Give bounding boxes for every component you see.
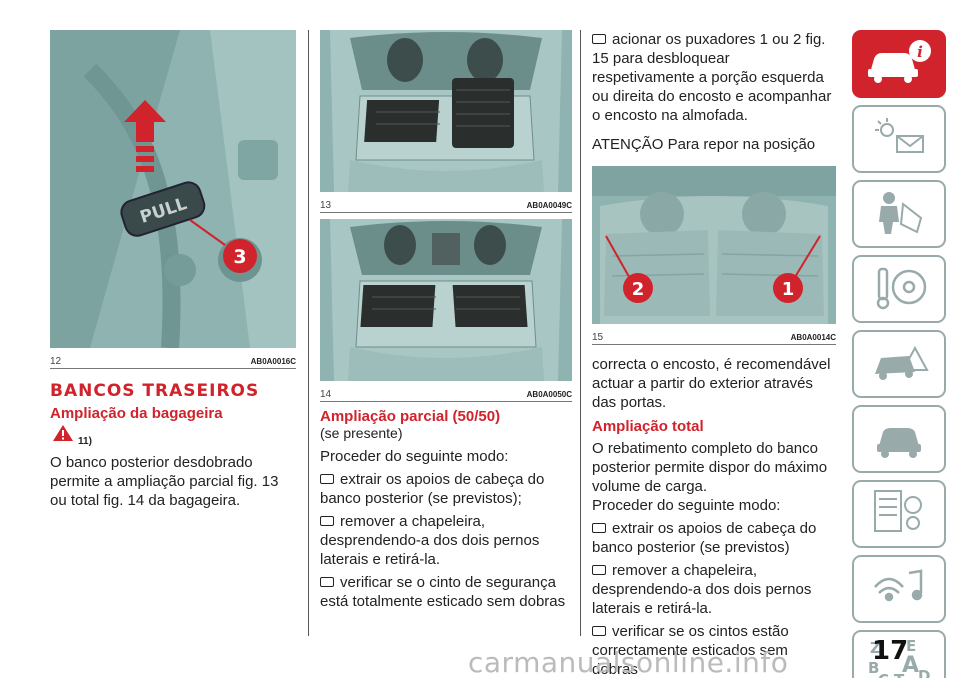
figure-14-image — [320, 219, 572, 386]
figure-14-caption: 14 AB0A0050C — [320, 386, 572, 402]
col3-intro: Proceder do seguinte modo: — [592, 497, 781, 514]
figure-15-number: 15 — [592, 332, 604, 343]
tab-multimedia[interactable] — [852, 555, 946, 623]
warning-ref-number: 11) — [78, 436, 92, 447]
list-item: verificar se os cintos estão correctamen… — [592, 623, 789, 678]
figure-15-code: AB0A0014C — [790, 333, 836, 342]
figure-12-number: 12 — [50, 356, 62, 367]
checkbox-bullet-icon — [320, 474, 334, 484]
optional-note: (se presente) — [320, 425, 403, 441]
multimedia-icon — [869, 563, 929, 616]
checkbox-bullet-icon — [592, 34, 606, 44]
figure-12-image: PULL 3 — [50, 30, 296, 353]
car-info-icon: i — [864, 37, 934, 92]
column-3: acionar os puxadores 1 ou 2 fig. 15 para… — [592, 30, 836, 678]
checkbox-bullet-icon — [320, 577, 334, 587]
checkbox-bullet-icon — [320, 516, 334, 526]
callout-1: 1 — [782, 279, 795, 300]
section-heading: BANCOS TRASEIROS — [50, 381, 260, 401]
key-steering-wheel-icon — [869, 263, 929, 316]
checkbox-bullet-icon — [592, 523, 606, 533]
emergency-car-icon — [869, 338, 929, 391]
tab-emergency[interactable] — [852, 330, 946, 398]
callout-3: 3 — [233, 246, 246, 268]
list-item: acionar os puxadores 1 ou 2 fig. 15 para… — [592, 31, 832, 124]
figure-15-caption: 15 AB0A0014C — [592, 329, 836, 345]
figure-15: 2 1 15 AB0A0014C — [592, 166, 836, 345]
column-divider-2 — [580, 30, 581, 636]
tab-technical-data[interactable] — [852, 480, 946, 548]
subheading-ampliacao-parcial: Ampliação parcial (50/50) — [320, 408, 501, 425]
subheading-ampliacao-total: Ampliação total — [592, 418, 704, 435]
car-maintenance-icon — [869, 414, 929, 465]
tab-maintenance[interactable] — [852, 405, 946, 473]
tab-car-info[interactable]: i — [852, 30, 946, 98]
figure-12: PULL 3 12 AB0A0016C — [50, 30, 296, 369]
subheading-ampliacao: Ampliação da bagageira — [50, 405, 223, 422]
attention-note: ATENÇÃO Para repor na posição — [592, 136, 816, 153]
warning-reference: 11) — [52, 424, 296, 447]
chapter-sidebar: i — [852, 30, 948, 678]
list-item: remover a chapeleira, desprendendo-a dos… — [592, 562, 812, 617]
figure-14-number: 14 — [320, 389, 332, 400]
tab-starting-driving[interactable] — [852, 255, 946, 323]
col3-body: O rebatimento completo do banco posterio… — [592, 440, 828, 495]
list-item: remover a chapeleira, desprendendo-a dos… — [320, 513, 540, 568]
col2-intro: Proceder do seguinte modo: — [320, 448, 509, 465]
checkbox-bullet-icon — [592, 626, 606, 636]
list-item: extrair os apoios de cabeça do banco pos… — [320, 471, 545, 507]
airbag-safety-icon — [869, 188, 929, 241]
figure-12-caption: 12 AB0A0016C — [50, 353, 296, 369]
alphabetical-index-icon: Z E A B C T D — [868, 637, 931, 678]
checkbox-bullet-icon — [592, 565, 606, 575]
tab-index[interactable]: Z E A B C T D — [852, 630, 946, 678]
figure-13: 13 AB0A0049C — [320, 30, 572, 213]
tab-dashboard[interactable] — [852, 105, 946, 173]
figure-15-image: 2 1 — [592, 166, 836, 329]
figure-12-code: AB0A0016C — [250, 357, 296, 366]
col1-body: O banco posterior desdobrado permite a a… — [50, 454, 279, 509]
attention-note-cont: correcta o encosto, é recomendável actua… — [592, 356, 831, 411]
watermark: carmanualsonline.info — [468, 646, 789, 678]
list-item: extrair os apoios de cabeça do banco pos… — [592, 520, 817, 556]
figure-13-code: AB0A0049C — [526, 201, 572, 210]
callout-2: 2 — [632, 279, 645, 300]
figure-13-number: 13 — [320, 200, 332, 211]
column-divider-1 — [308, 30, 309, 636]
figure-13-image — [320, 30, 572, 197]
warning-triangle-icon — [52, 424, 74, 447]
tab-safety[interactable] — [852, 180, 946, 248]
dashboard-warning-lights-icon — [869, 114, 929, 165]
column-1: PULL 3 12 AB0A0016C BANCOS TRASEIROS Amp… — [50, 30, 296, 510]
figure-14-code: AB0A0050C — [526, 390, 572, 399]
list-item: verificar se o cinto de segurança está t… — [320, 574, 566, 610]
technical-data-gears-icon — [869, 487, 929, 542]
svg-text:i: i — [917, 43, 923, 61]
figure-14: 14 AB0A0050C — [320, 219, 572, 402]
figure-13-caption: 13 AB0A0049C — [320, 197, 572, 213]
column-2: 13 AB0A0049C 14 — [320, 30, 572, 611]
page-number: 17 — [872, 636, 909, 666]
